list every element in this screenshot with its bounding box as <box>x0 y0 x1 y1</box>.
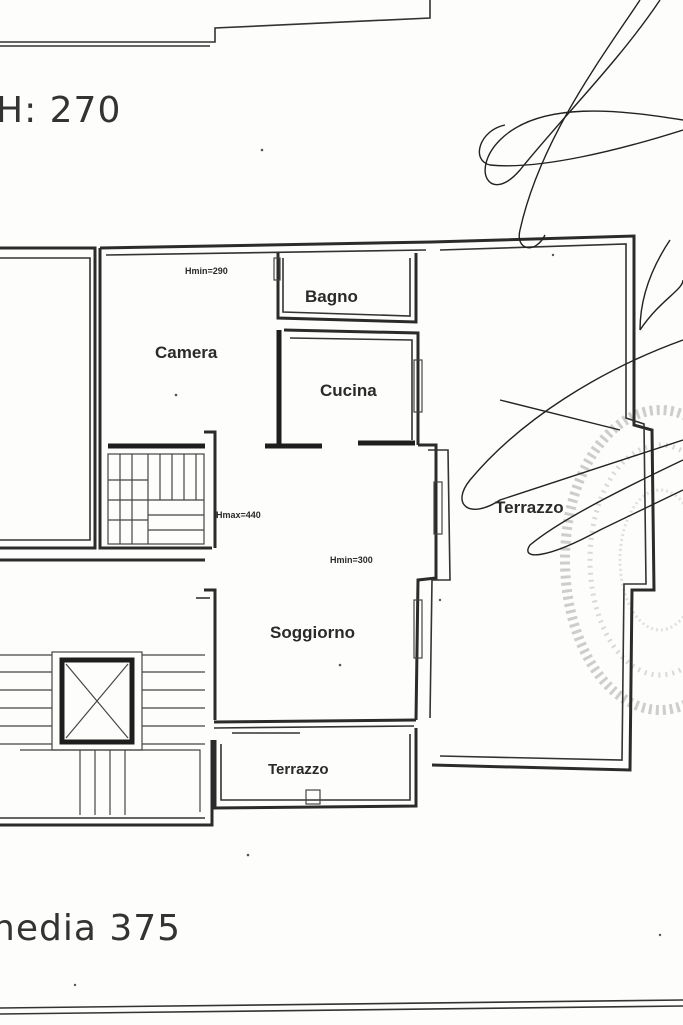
height-note-camera: Hmin=290 <box>185 266 228 276</box>
room-label-cucina: Cucina <box>320 381 377 400</box>
top-height-note: H: 270 <box>0 90 121 131</box>
room-label-terrazzo-small: Terrazzo <box>268 761 329 778</box>
common-stairwell <box>0 558 214 827</box>
sheet-bottom-line-2 <box>0 1005 683 1015</box>
sheet-bottom-line <box>0 999 683 1009</box>
room-label-soggiorno: Soggiorno <box>270 623 355 642</box>
bottom-height-note: nedia 375 <box>0 908 181 949</box>
official-stamp <box>560 405 683 715</box>
height-note-stair: Hmax=440 <box>216 510 261 520</box>
room-label-terrazzo: Terrazzo <box>495 498 564 517</box>
scan-specks <box>73 148 662 987</box>
internal-staircase <box>107 453 205 545</box>
handwritten-signature <box>461 0 683 556</box>
upper-floor-outline <box>0 0 431 43</box>
room-label-camera: Camera <box>155 343 218 362</box>
room-label-bagno: Bagno <box>305 287 358 306</box>
height-note-living: Hmin=300 <box>330 555 373 565</box>
elevator-shaft <box>59 657 135 745</box>
window-marks <box>273 257 443 805</box>
apartment-walls <box>0 234 656 810</box>
